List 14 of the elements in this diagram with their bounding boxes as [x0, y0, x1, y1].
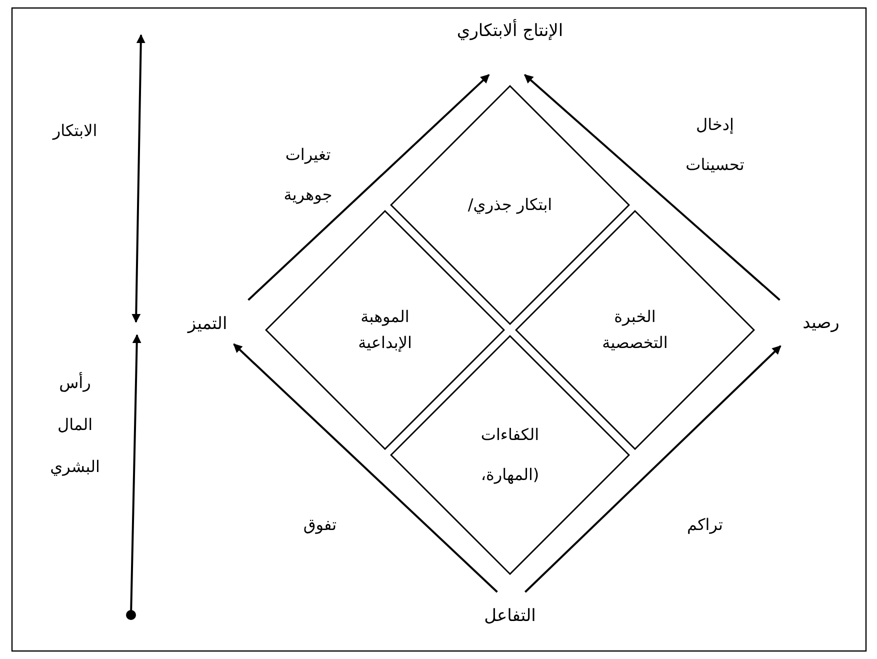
side-label: رأس المال البشري — [49, 371, 101, 478]
arrow — [524, 74, 780, 301]
corner-label: رصيد — [778, 298, 864, 348]
edge-label: تراكم — [686, 514, 724, 536]
corner-label: الإنتاج ألابتكاري — [405, 14, 615, 78]
arrow — [524, 345, 782, 593]
side-label: الابتكار — [51, 120, 98, 142]
arrow — [248, 74, 490, 301]
edge-label: إدخال تحسينات — [684, 114, 746, 176]
corner-label: التميز — [165, 300, 250, 348]
edge-label: تفوق — [302, 514, 338, 536]
arrow — [233, 343, 498, 593]
edge-label: تغيرات جوهرية — [282, 144, 334, 206]
corner-label: التفاعل — [470, 592, 550, 640]
